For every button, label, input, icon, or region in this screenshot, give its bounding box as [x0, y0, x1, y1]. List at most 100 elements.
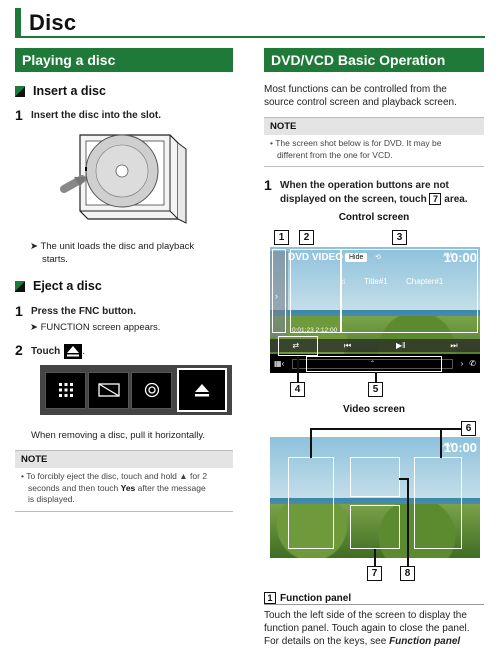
subheading-square-icon — [15, 85, 25, 97]
video-area-bottom-center[interactable] — [350, 505, 400, 549]
note-heading: NOTE — [264, 118, 484, 135]
callout-tag-1: 1 — [274, 230, 289, 245]
menu-grid-icon[interactable]: ▦ — [274, 359, 282, 368]
note-heading: NOTE — [15, 451, 233, 468]
function-panel-heading: 1 Function panel — [264, 592, 351, 604]
video-area-right[interactable] — [414, 457, 462, 549]
callout-tag-7: 7 — [429, 193, 442, 205]
video-area-left[interactable] — [288, 457, 334, 549]
bottom-bar: ▦ ‹ ⌃ › ✆ — [270, 354, 480, 373]
result-arrow-icon: ➤ — [30, 322, 41, 333]
chevron-left-icon[interactable]: ‹ — [281, 359, 285, 368]
right-note-box: NOTE • The screen shot below is for DVD.… — [264, 117, 484, 167]
step-number: 1 — [15, 107, 23, 123]
callout-tag-4: 4 — [290, 382, 305, 397]
video-area-top-center[interactable] — [350, 457, 400, 497]
callout-tag-8: 8 — [400, 566, 415, 581]
callout-tag-2: 2 — [299, 230, 314, 245]
page-title-block: Disc — [15, 8, 76, 38]
section-title: DVD/VCD Basic Operation — [271, 52, 446, 68]
disc-insert-illustration — [60, 134, 187, 224]
eject-step-2: 2 Touch . — [15, 342, 86, 359]
callout-outline-2 — [290, 249, 342, 333]
eject-icon — [195, 383, 209, 396]
subheading-text: Eject a disc — [33, 279, 102, 293]
multi-function-bar[interactable]: ⌃ — [292, 358, 453, 369]
screen-off-icon[interactable] — [88, 371, 129, 409]
callout-leader-5 — [375, 372, 377, 382]
step-number: 1 — [264, 177, 272, 193]
section-title: Playing a disc — [22, 52, 116, 68]
function-key-bar — [40, 365, 232, 415]
previous-icon[interactable]: ⏮ — [343, 340, 352, 350]
callout-outline-1 — [272, 249, 286, 333]
callout-tag-3: 3 — [392, 230, 407, 245]
camera-icon[interactable] — [131, 371, 172, 409]
function-panel-body: Touch the left side of the screen to dis… — [264, 610, 470, 647]
callout-tag-1-inline: 1 — [264, 592, 276, 604]
subheading-eject-a-disc: Eject a disc — [15, 279, 102, 293]
callout-tag-5: 5 — [368, 382, 383, 397]
shuffle-icon[interactable]: ⇄ — [292, 341, 300, 350]
eject-icon — [64, 344, 83, 359]
step-number: 2 — [15, 342, 23, 358]
section-dvd-vcd-basic-operation: DVD/VCD Basic Operation — [264, 48, 484, 72]
play-pause-icon[interactable]: ▶‖ — [396, 341, 406, 350]
fnc-key-label: FNC — [78, 306, 100, 317]
callout-leader-6-left — [310, 428, 312, 458]
subheading-square-icon — [15, 280, 25, 292]
source-label: DVD VIDEO — [288, 252, 344, 263]
section-playing-a-disc: Playing a disc — [15, 48, 233, 72]
eject-step-1: 1 Press the FNC button. — [15, 303, 137, 319]
callout-outline-4 — [278, 336, 318, 356]
control-bar: ⇄ ⏮ ▶‖ ⏭ — [270, 339, 480, 352]
chevron-right-icon: › — [275, 291, 278, 301]
callout-leader-7 — [374, 549, 376, 566]
video-screen-caption: Video screen — [342, 404, 406, 415]
title-label: Title#1 — [364, 277, 388, 286]
yes-key-label: Yes — [120, 482, 136, 493]
result-arrow-icon: ➤ — [30, 241, 41, 252]
function-panel-area[interactable]: › — [270, 251, 288, 337]
callout-leader-6-h — [310, 428, 461, 430]
note-body: • To forcibly eject the disc, touch and … — [21, 471, 208, 504]
hide-button[interactable]: Hide — [345, 253, 368, 262]
control-screen-caption: Control screen — [338, 212, 410, 223]
callout-leader-8-h — [399, 478, 408, 480]
chapter-label: Chapter#1 — [406, 277, 444, 286]
callout-tag-6: 6 — [461, 421, 476, 436]
next-icon[interactable]: ⏭ — [450, 340, 458, 350]
callout-outline-5 — [306, 356, 442, 372]
title-rule — [15, 36, 485, 38]
callout-leader-8 — [407, 478, 409, 566]
chevron-right-icon[interactable]: › — [460, 359, 464, 368]
apps-grid-icon[interactable] — [45, 371, 86, 409]
callout-outline-3 — [340, 249, 478, 333]
clock-label: 10:00 — [443, 440, 477, 455]
insert-result: ➤ The unit loads the disc and playback s… — [30, 241, 195, 265]
step-number: 1 — [15, 303, 23, 319]
elapsed-time: 0:01:23 2:12:00 — [292, 327, 338, 334]
eject-after-text: When removing a disc, pull it horizontal… — [31, 430, 206, 441]
dvd-step-1: 1 When the operation buttons are not dis… — [264, 177, 468, 205]
left-note-box: NOTE • To forcibly eject the disc, touch… — [15, 450, 233, 512]
eject-step-1-result: ➤ FUNCTION screen appears. — [30, 322, 161, 333]
callout-leader-4 — [297, 356, 299, 382]
note-body: • The screen shot below is for DVD. It m… — [270, 138, 442, 160]
step-text: Insert the disc into the slot. — [31, 110, 162, 121]
eject-button[interactable] — [177, 368, 227, 412]
repeat-icon[interactable]: ⟲ — [375, 254, 381, 261]
ampm-label: AM — [443, 253, 452, 259]
function-panel-rule — [264, 604, 484, 605]
ampm-label: AM — [443, 443, 452, 449]
clock-label: 10:00 — [443, 250, 477, 265]
insert-step-1: 1 Insert the disc into the slot. — [15, 107, 162, 123]
callout-tag-7-video: 7 — [367, 566, 382, 581]
subheading-text: Insert a disc — [33, 84, 106, 98]
function-panel-link[interactable]: Function panel — [389, 636, 461, 647]
phone-icon[interactable]: ✆ — [469, 359, 476, 368]
control-screen: › DVD VIDEO Hide ⟲ AM 10:00 ♫ Title#1 Ch… — [270, 247, 480, 373]
title-accent-bar — [15, 8, 21, 38]
dvd-intro-text: Most functions can be controlled from th… — [264, 84, 457, 108]
list-icon[interactable]: ♫ — [340, 277, 346, 286]
